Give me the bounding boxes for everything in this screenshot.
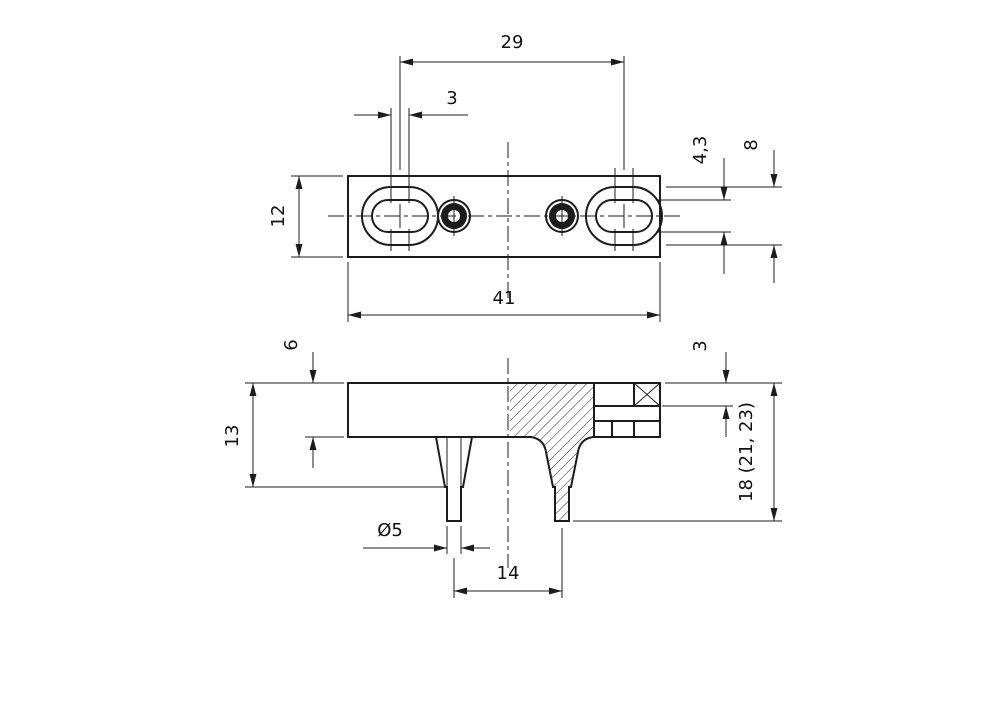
- dim-label-6: 6: [281, 339, 302, 350]
- top-view: 29 3 41 12: [268, 32, 782, 322]
- left-pin-hole: [437, 196, 471, 236]
- right-pin-section: [530, 436, 594, 522]
- right-boss: [585, 168, 663, 251]
- dim-label-4-3: 4,3: [690, 136, 711, 165]
- dimension-total-height: 18 (21, 23): [573, 382, 782, 522]
- front-view: 6 13 Ø5 14: [222, 339, 782, 598]
- dimension-step-height: 3: [662, 340, 733, 437]
- dim-label-13: 13: [222, 425, 243, 448]
- dimension-pin-spacing: 14: [453, 528, 563, 598]
- dimension-boss-height: 8: [666, 139, 782, 283]
- dimension-overall-length: 41: [347, 262, 661, 322]
- dimension-slot-width: 3: [354, 88, 468, 119]
- dimension-body-height: 6: [281, 339, 344, 468]
- top-view-centerlines: [328, 142, 682, 300]
- section-hatch: [510, 383, 594, 521]
- dim-label-12: 12: [268, 205, 289, 228]
- connector-end: [593, 382, 661, 438]
- dim-label-diameter-5: Ø5: [377, 520, 403, 541]
- dimension-pin-diameter: Ø5: [363, 520, 490, 554]
- dim-label-3-step: 3: [690, 340, 711, 351]
- right-pin-hole: [545, 196, 579, 236]
- dim-label-3-slot: 3: [446, 88, 457, 109]
- dim-label-29: 29: [501, 32, 524, 53]
- dim-label-14: 14: [497, 563, 520, 584]
- top-plate-outline: [347, 175, 661, 258]
- dimension-slot-height: 4,3: [656, 136, 731, 274]
- dimension-plate-width: 12: [268, 175, 343, 258]
- left-pin: [435, 436, 473, 522]
- dim-label-18: 18 (21, 23): [736, 402, 757, 502]
- body-bar: [347, 382, 661, 438]
- dim-label-41: 41: [493, 288, 516, 309]
- dimension-body-pin-height: 13: [222, 382, 445, 488]
- dim-label-8: 8: [741, 139, 762, 150]
- dimension-hole-spacing: 29: [399, 32, 625, 170]
